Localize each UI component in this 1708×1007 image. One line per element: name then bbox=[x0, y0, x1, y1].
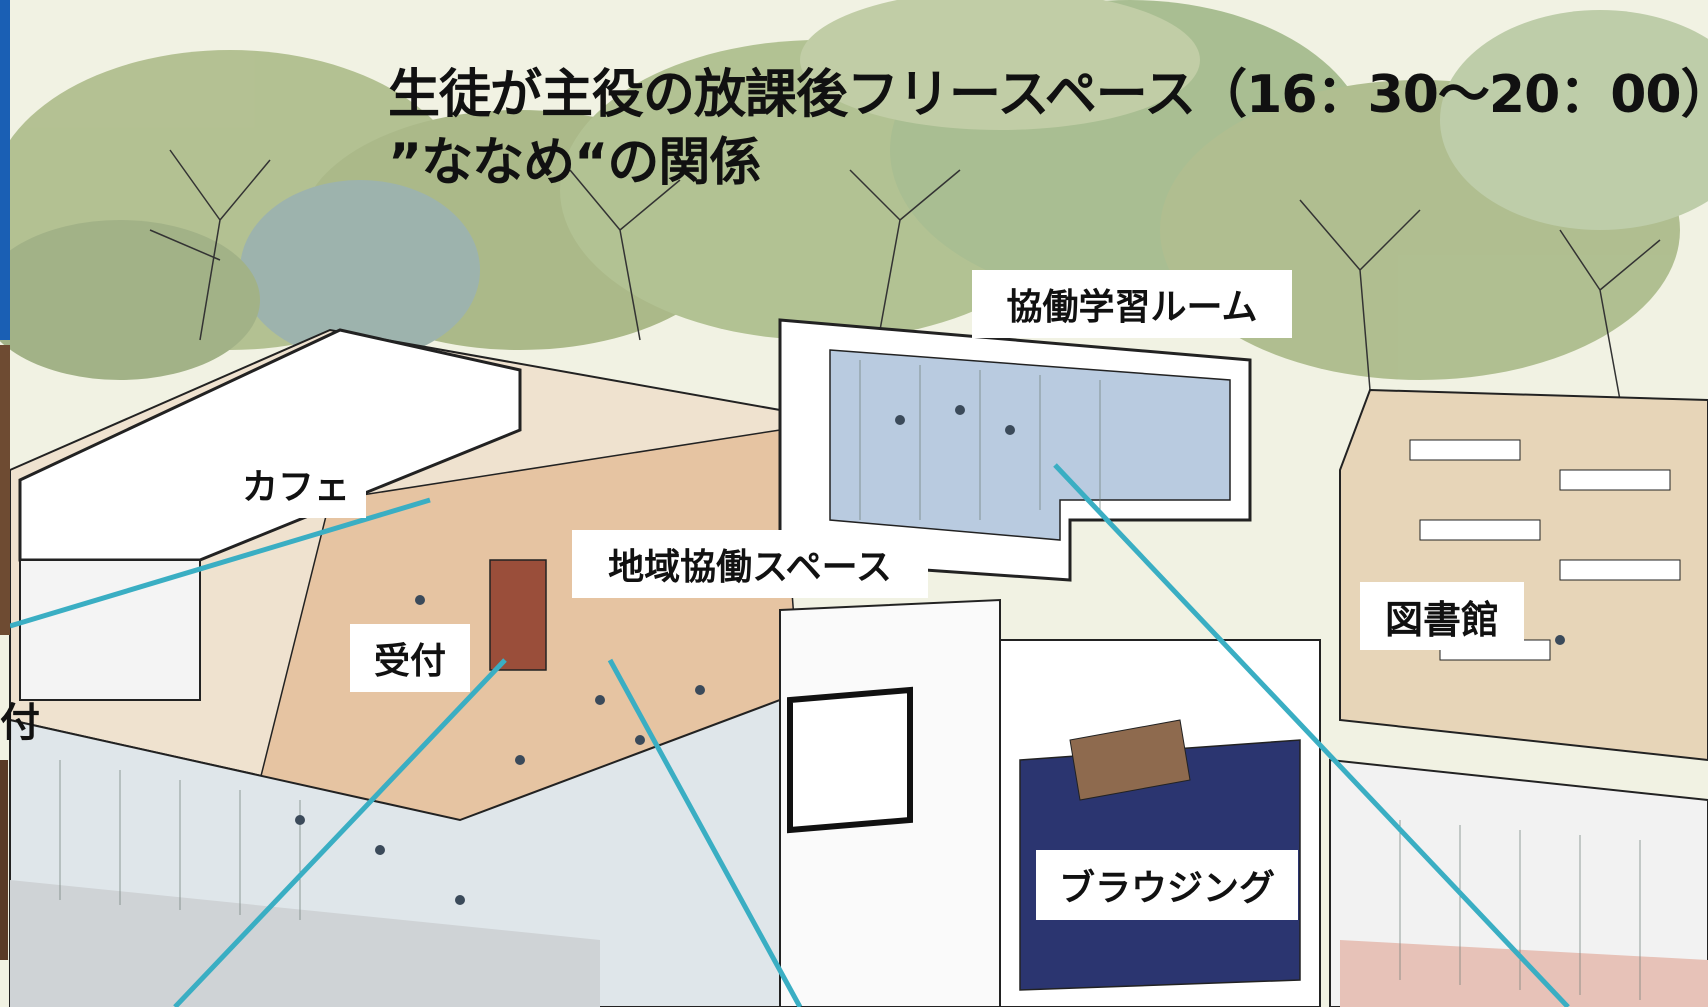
tree-branches bbox=[149, 149, 1661, 401]
label-library: 図書館 bbox=[1360, 582, 1524, 650]
leader-lines bbox=[9, 463, 1570, 1007]
label-learning-room: 協働学習ルーム bbox=[972, 270, 1292, 338]
label-browsing: ブラウジング bbox=[1036, 850, 1298, 920]
left-dark-strip-lower bbox=[0, 760, 8, 960]
label-cafe: カフェ bbox=[226, 450, 366, 518]
left-blue-frame bbox=[0, 0, 10, 340]
page-title-line2: ”ななめ“の関係 bbox=[388, 133, 761, 193]
tree-foliage bbox=[0, 0, 1708, 380]
building bbox=[9, 318, 1708, 1007]
label-reception: 受付 bbox=[350, 624, 470, 692]
left-dark-strip bbox=[0, 345, 10, 635]
edge-text-fragment: 付 bbox=[0, 700, 40, 746]
page-title-line1: 生徒が主役の放課後フリースペース（16：30〜20：00） bbox=[388, 65, 1708, 125]
label-community-space: 地域協働スペース bbox=[572, 530, 928, 598]
